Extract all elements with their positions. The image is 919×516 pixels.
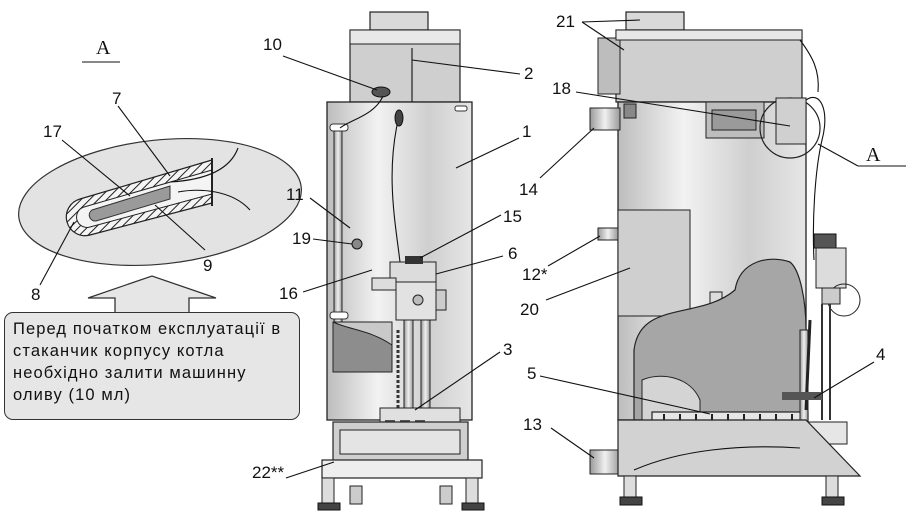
side-panel-20 (617, 209, 691, 317)
label-19: 19 (292, 229, 311, 248)
label-14: 14 (519, 180, 538, 199)
front-burner (379, 407, 461, 423)
label-16: 16 (279, 284, 298, 303)
front-foot-left (317, 502, 341, 511)
label-6: 6 (508, 244, 517, 263)
leader-18 (575, 91, 791, 127)
sensor-probe (88, 185, 171, 222)
flue-outlet (597, 37, 621, 95)
detail-a-marker: А (866, 144, 881, 166)
leader-20 (545, 267, 631, 301)
side-foot-left (619, 496, 643, 506)
leader-9 (154, 204, 206, 251)
front-left-pipe (333, 125, 343, 337)
leader-6 (435, 255, 504, 275)
side-draft-hood (615, 29, 803, 103)
label-12: 12* (522, 265, 548, 284)
leader-1 (455, 137, 520, 169)
oil-instruction-note: Перед початком експлуатації в стаканчик … (4, 312, 300, 420)
leader-8 (39, 221, 75, 286)
leader-4 (813, 361, 875, 399)
oil-instruction-text: Перед початком експлуатації в стаканчик … (13, 320, 282, 404)
label-8: 8 (31, 285, 40, 304)
label-21: 21 (556, 12, 575, 31)
leader-2 (411, 59, 521, 75)
outlet-13 (589, 449, 621, 475)
side-gas-valve-top (813, 233, 837, 249)
leader-21a (581, 19, 641, 23)
leader-19 (312, 238, 353, 245)
label-13: 13 (523, 415, 542, 434)
side-chimney-pipe (625, 11, 685, 31)
boiler-front-view: 10 2 1 11 19 15 6 16 3 22** (252, 11, 533, 511)
label-18: 18 (552, 79, 571, 98)
sensor-wire-lower (177, 189, 251, 211)
leader-21b (581, 21, 625, 51)
leader-10 (282, 55, 378, 91)
thermometer-19 (351, 238, 363, 250)
leader-3 (414, 351, 501, 411)
label-1: 1 (522, 122, 531, 141)
side-foot-right (821, 496, 845, 506)
pilot-assembly (782, 392, 822, 400)
detail-a-view: А 7 17 9 8 (18, 37, 302, 314)
leader-12 (547, 235, 601, 267)
leader-11 (309, 197, 351, 229)
leader-13 (550, 427, 595, 459)
leader-5 (539, 375, 711, 415)
label-2: 2 (524, 64, 533, 83)
leader-a-right (817, 143, 859, 167)
label-22: 22** (252, 463, 285, 482)
label-3: 3 (503, 340, 512, 359)
front-stand (321, 459, 483, 479)
sensor-wire-upper (169, 147, 239, 183)
boiler-side-view: 21 18 14 12* 20 5 4 13 А (519, 11, 906, 506)
label-4: 4 (876, 345, 885, 364)
sensor-sleeve (65, 158, 213, 237)
label-20: 20 (520, 300, 539, 319)
label-11: 11 (286, 185, 304, 204)
fitting-12 (597, 227, 619, 241)
leader-16 (302, 269, 373, 293)
leader-17 (61, 139, 131, 197)
detail-a-title: А (96, 37, 111, 59)
label-15: 15 (503, 207, 522, 226)
leader-7 (117, 105, 171, 177)
draft-sensor (371, 86, 391, 98)
label-7: 7 (112, 89, 121, 108)
leader-22 (285, 461, 335, 479)
label-5: 5 (527, 364, 536, 383)
front-chimney-pipe (369, 11, 429, 31)
inlet-14 (589, 107, 621, 131)
leader-15 (419, 214, 502, 259)
front-foot-right (461, 502, 485, 511)
gas-valve-knob (389, 261, 437, 283)
arrow-up-icon (87, 275, 217, 314)
label-17: 17 (43, 122, 62, 141)
side-gas-valve (815, 247, 847, 289)
label-10: 10 (263, 35, 282, 54)
leader-14 (539, 127, 595, 179)
label-9: 9 (203, 256, 212, 275)
